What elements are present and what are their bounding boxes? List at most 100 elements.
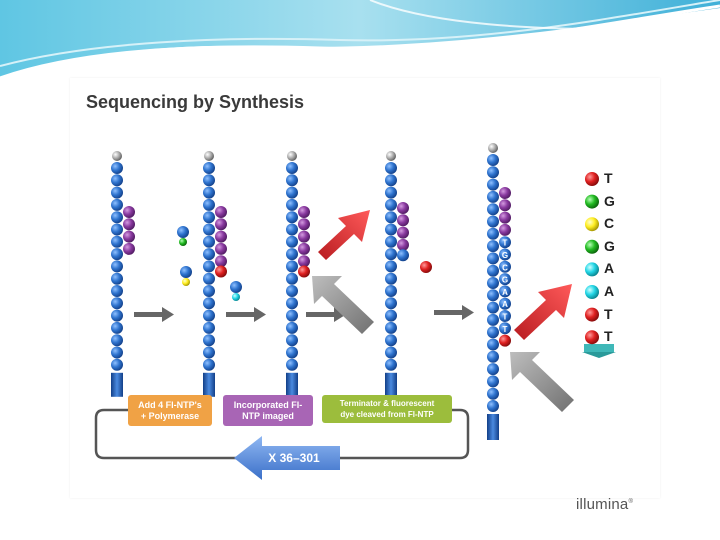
process-label-add: Add 4 Fl-NTP's + Polymerase [128,400,212,422]
template-bead [203,260,215,273]
laser-excitation-arrow-2 [514,284,572,340]
template-bead [203,358,215,371]
synthesized-base-label: G [502,251,508,260]
cycle-loop-line [94,408,470,460]
template-bead [203,297,215,310]
template-bead [385,223,397,236]
synthesized-bead [499,273,511,286]
free-fl-ntp [177,226,189,238]
strand-anchor-bead [488,143,498,153]
free-fl-ntp [230,281,242,293]
template-bead [286,297,298,310]
template-bead [111,309,123,322]
template-bead [286,260,298,273]
template-bead [203,162,215,174]
template-bead [111,272,123,285]
template-bead [286,186,298,199]
process-label-add-line2: + Polymerase [140,411,200,421]
synthesized-bead [499,260,511,273]
template-bead [385,260,397,273]
strand-1 [111,151,135,397]
template-bead [385,198,397,211]
primer-bead [298,206,310,218]
primer-bead [215,218,227,231]
template-bead [487,190,499,203]
synthesized-bead [499,285,511,298]
primer-bead [499,187,511,199]
sequence-dot [585,307,599,322]
slide-title: Sequencing by Synthesis [86,92,305,112]
sequence-letter: A [604,283,615,299]
sequence-letter: C [604,215,615,232]
template-bead [487,166,499,179]
incorporated-nucleotide [499,334,511,347]
template-bead [385,272,397,285]
sequence-letter: G [604,237,615,254]
strand-anchor-bead [204,151,214,161]
template-bead [286,309,298,322]
primer-bead [397,238,409,251]
template-bead [203,174,215,187]
template-bead [111,321,123,334]
template-bead [487,203,499,216]
sequence-dot [585,172,599,186]
template-bead [487,375,499,388]
process-box-image [223,395,313,426]
incorporated-nucleotide [397,249,409,262]
synthesized-base-label: G [502,276,508,285]
template-bead [203,186,215,199]
strand-2 [203,151,227,397]
process-label-image-line1: Incorporated Fl- [233,400,303,410]
synthesized-bead [499,248,511,261]
template-bead [487,326,499,339]
template-bead [286,174,298,187]
step-arrow-2 [226,307,266,322]
synthesized-base-label: A [502,300,508,309]
template-bead [487,178,499,191]
sequence-letter: G [604,192,615,209]
strand-anchor-bead [287,151,297,161]
template-bead [111,346,123,359]
template-bead [385,285,397,297]
template-bead [487,252,499,265]
template-bead [487,227,499,240]
primer-bead [397,226,409,239]
sequence-dot [585,194,599,209]
template-bead [385,186,397,199]
illumina-logo-text: illumina [576,496,629,513]
flowcell-anchor [487,414,499,440]
synthesized-bead [499,236,511,249]
template-bead [111,198,123,211]
free-nucleotides [177,226,432,301]
template-bead [111,211,123,224]
strand-3 [286,151,310,397]
sequence-dot [585,217,599,232]
template-bead [487,264,499,277]
free-fl-ntp [182,278,190,286]
free-fl-ntp [420,261,432,273]
template-bead [203,334,215,347]
template-bead [487,240,499,253]
primer-bead [298,230,310,243]
template-bead [286,321,298,334]
sequence-letter: T [604,305,613,322]
sequence-letter: T [604,328,613,345]
template-bead [203,248,215,261]
template-bead [487,215,499,228]
sequence-dot [585,330,599,345]
emission-arrow [312,276,374,334]
template-bead [487,154,499,166]
process-label-cleave-line2: dye cleaved from Fl-NTP [340,410,434,419]
incorporated-nucleotide [298,265,310,278]
free-fl-ntp [179,238,187,246]
template-bead [111,248,123,261]
primer-bead [298,255,310,268]
template-bead [487,363,499,376]
primer-bead [215,206,227,218]
template-bead [286,235,298,248]
process-label-cleave: Terminator & fluorescent dye cleaved fro… [322,398,452,420]
process-label-add-line1: Add 4 Fl-NTP's [138,400,202,410]
process-label-image-line2: NTP imaged [242,411,294,421]
synthesized-bead [499,297,511,310]
